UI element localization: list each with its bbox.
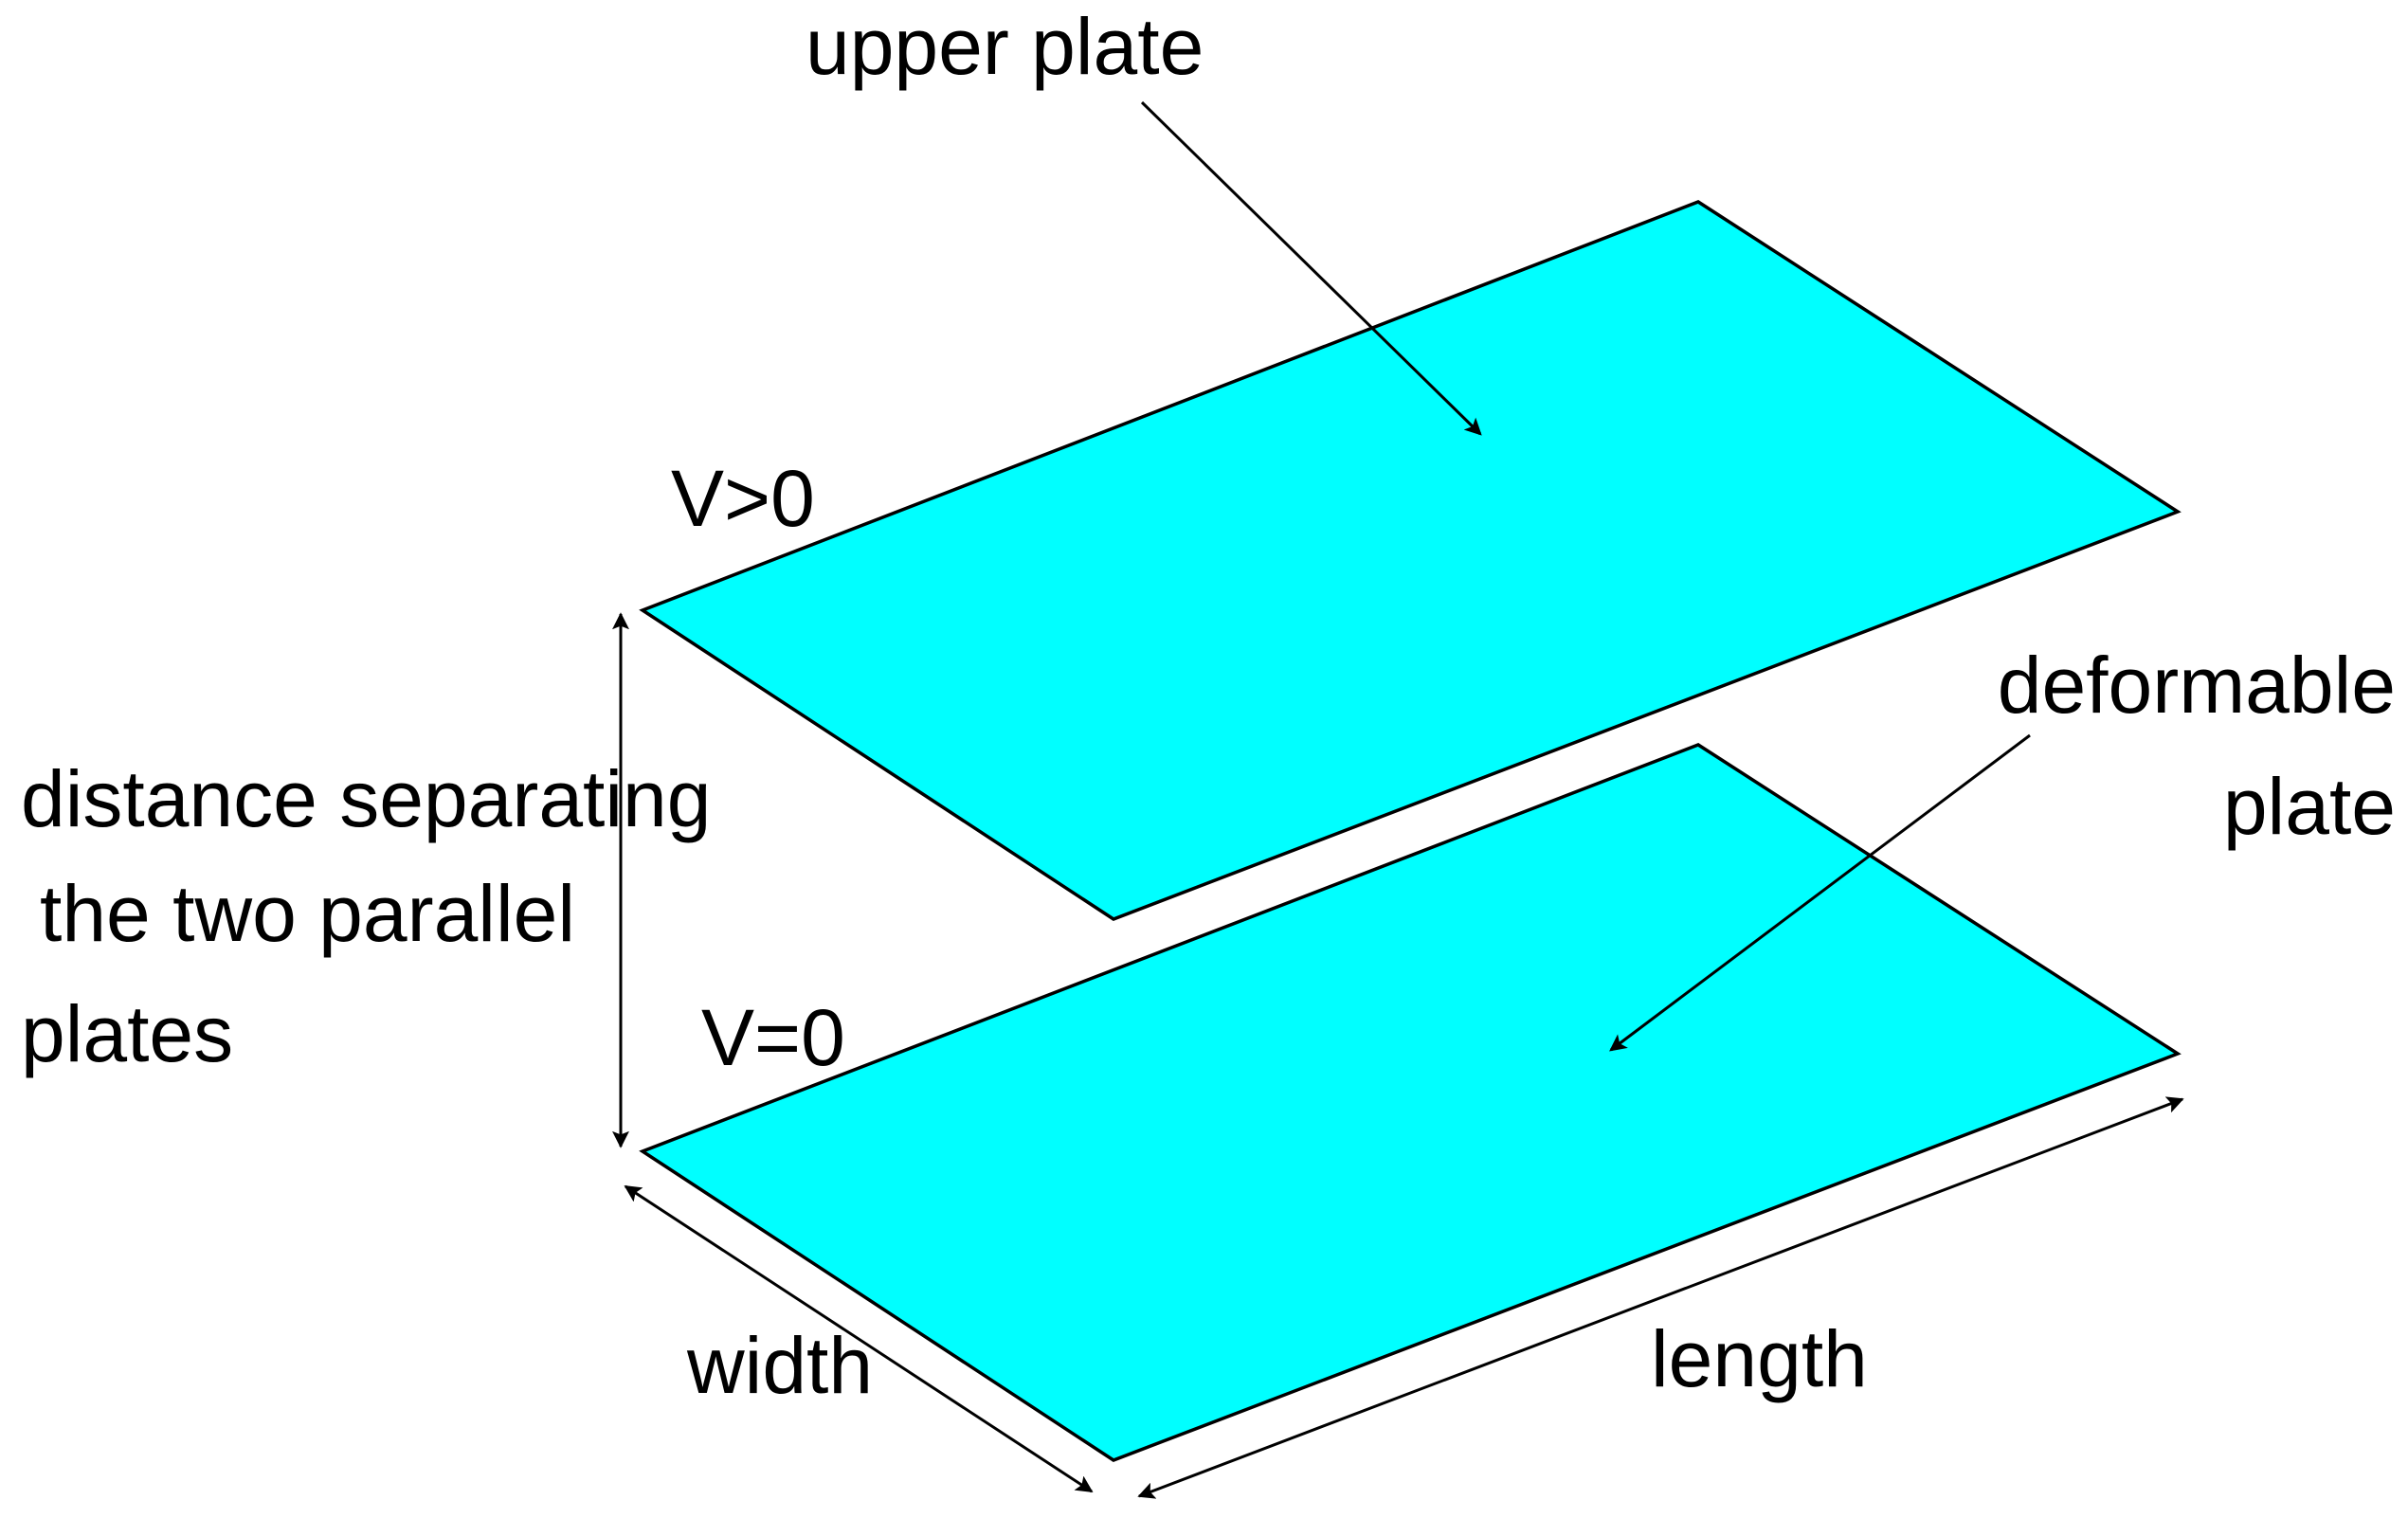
upper-plate-pointer-arrow [1140,100,1482,436]
deformable-label-line1: deformable [1998,641,2396,730]
upper-plate [639,200,2182,921]
upper-plate-label: upper plate [806,2,1204,91]
lower-voltage-label: V=0 [701,993,845,1082]
width-label: width [686,1321,873,1410]
width-dimension-arrow [624,1184,1094,1493]
distance-label-line1: distance separating [21,754,711,843]
deformable-label-line2: plate [2223,762,2396,851]
length-label: length [1651,1314,1868,1403]
upper-voltage-label: V>0 [671,454,815,543]
length-dimension-arrow [1137,1096,2184,1499]
distance-label-line2: the two parallel [40,869,575,958]
deformable-plate-pointer-arrow [1609,733,2031,1052]
distance-label-line3: plates [21,989,233,1078]
